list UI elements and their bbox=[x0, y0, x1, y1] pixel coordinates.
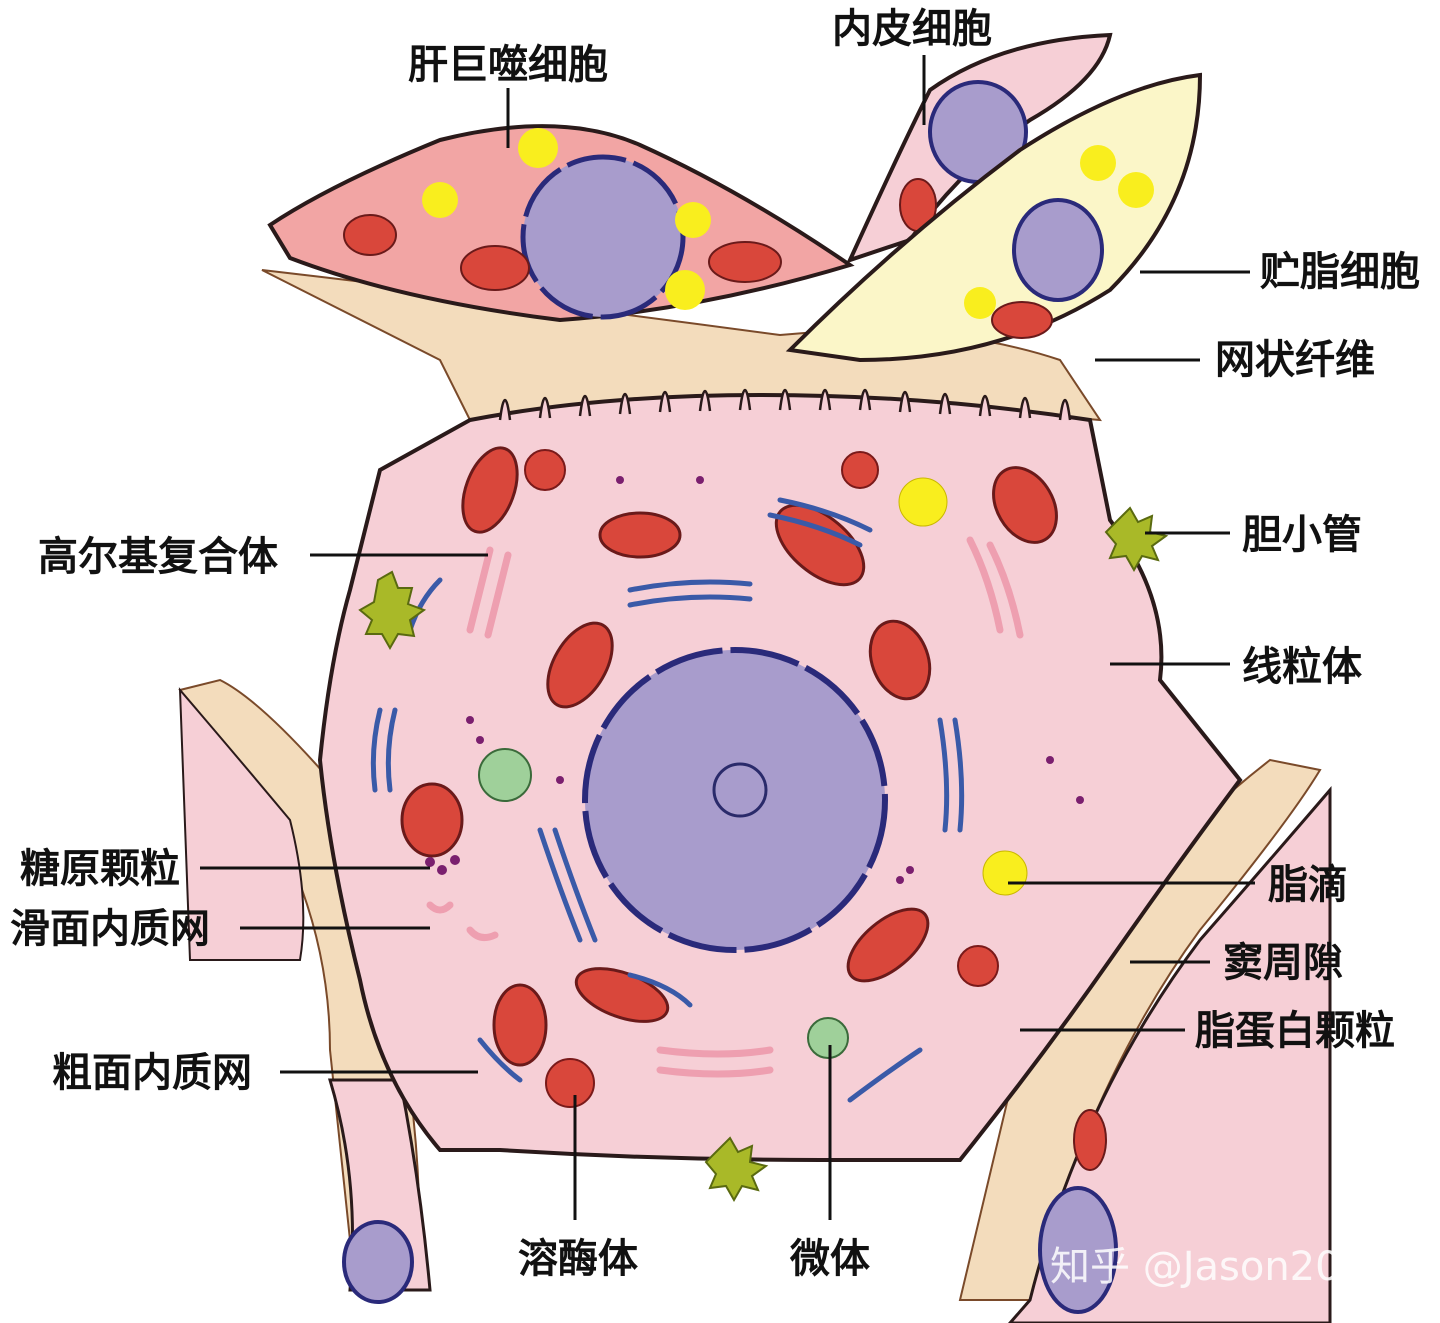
label-microbody: 微体 bbox=[789, 1236, 870, 1282]
glycogen-granules bbox=[425, 476, 1084, 884]
endothelial-cell bbox=[846, 32, 1113, 264]
hepatocyte bbox=[317, 388, 1243, 1203]
leader-lines bbox=[200, 55, 1255, 1220]
rough-er bbox=[370, 497, 965, 1103]
label-lipoprotein-granules: 脂蛋白颗粒 bbox=[1195, 1008, 1395, 1054]
bile-canaliculi bbox=[358, 506, 1169, 1203]
label-mitochondrion: 线粒体 bbox=[1242, 644, 1362, 690]
labels: 肝巨噬细胞 内皮细胞 贮脂细胞 网状纤维 高尔基复合体 胆小管 线粒体 糖原颗粒… bbox=[10, 6, 1420, 1290]
label-lipid-droplet: 脂滴 bbox=[1268, 862, 1348, 908]
label-glycogen-granules: 糖原颗粒 bbox=[20, 846, 180, 892]
neighbor-cell-right bbox=[1008, 785, 1332, 1323]
neighbor-cell-left bbox=[327, 1078, 432, 1304]
label-fat-storing-cell: 贮脂细胞 bbox=[1260, 249, 1420, 295]
label-rough-er: 粗面内质网 bbox=[52, 1050, 252, 1096]
label-reticular-fiber: 网状纤维 bbox=[1215, 337, 1375, 383]
kupffer-cell bbox=[267, 124, 855, 323]
fat-storing-cell bbox=[785, 72, 1203, 363]
nucleus bbox=[582, 647, 888, 953]
label-bile-canaliculus: 胆小管 bbox=[1242, 512, 1362, 558]
watermark: 知乎 @Jason2041 bbox=[1050, 1244, 1391, 1290]
neighbor-cell-left-top bbox=[178, 687, 305, 961]
lysosomes bbox=[524, 449, 999, 1108]
lipid-droplets bbox=[898, 477, 1028, 896]
label-endothelial-cell: 内皮细胞 bbox=[832, 6, 992, 52]
label-smooth-er: 滑面内质网 bbox=[10, 906, 210, 952]
label-lysosome: 溶酶体 bbox=[518, 1236, 638, 1282]
label-golgi-complex: 高尔基复合体 bbox=[38, 534, 278, 580]
microvilli bbox=[498, 388, 1072, 421]
label-kupffer-cell: 肝巨噬细胞 bbox=[408, 42, 608, 88]
microbodies bbox=[478, 748, 849, 1059]
mitochondria bbox=[400, 446, 1058, 1067]
label-perisinusoidal-space: 窦周隙 bbox=[1223, 940, 1343, 986]
golgi-complex bbox=[426, 536, 1024, 1078]
